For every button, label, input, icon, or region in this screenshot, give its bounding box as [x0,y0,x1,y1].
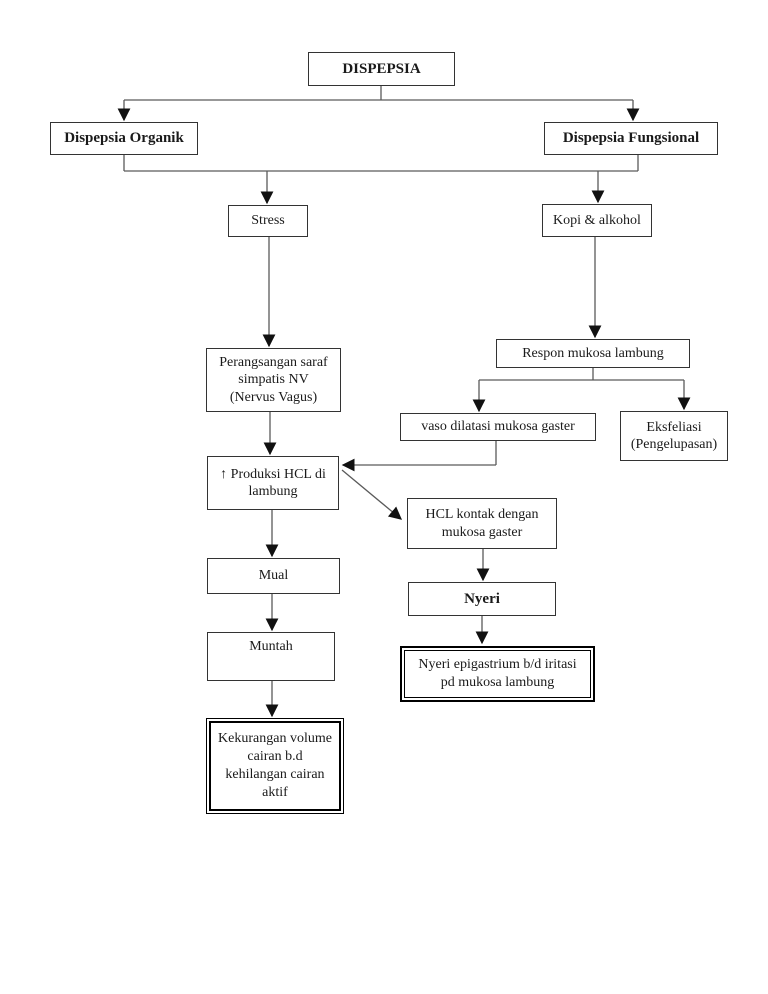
node-stress: Stress [228,205,308,237]
node-nyeri: Nyeri [408,582,556,616]
node-nyeri-epigastrium-label: Nyeri epigastrium b/d iritasi pd mukosa … [404,650,591,698]
node-respon-mukosa-lambung: Respon mukosa lambung [496,339,690,368]
node-kekurangan-volume-cairan: Kekurangan volume cairan b.d kehilangan … [206,718,344,814]
node-mual: Mual [207,558,340,594]
node-kekurangan-volume-cairan-label: Kekurangan volume cairan b.d kehilangan … [209,721,341,811]
node-dispepsia-organik: Dispepsia Organik [50,122,198,155]
node-kopi-alkohol: Kopi & alkohol [542,204,652,237]
node-vaso-dilatasi: vaso dilatasi mukosa gaster [400,413,596,441]
node-dispepsia-fungsional: Dispepsia Fungsional [544,122,718,155]
node-eksfeliasi: Eksfeliasi (Pengelupasan) [620,411,728,461]
node-muntah: Muntah [207,632,335,681]
node-perangsangan-saraf: Perangsangan saraf simpatis NV (Nervus V… [206,348,341,412]
node-nyeri-epigastrium: Nyeri epigastrium b/d iritasi pd mukosa … [400,646,595,702]
node-hcl-kontak: HCL kontak dengan mukosa gaster [407,498,557,549]
node-produksi-hcl: ↑ Produksi HCL di lambung [207,456,339,510]
node-dispepsia: DISPEPSIA [308,52,455,86]
